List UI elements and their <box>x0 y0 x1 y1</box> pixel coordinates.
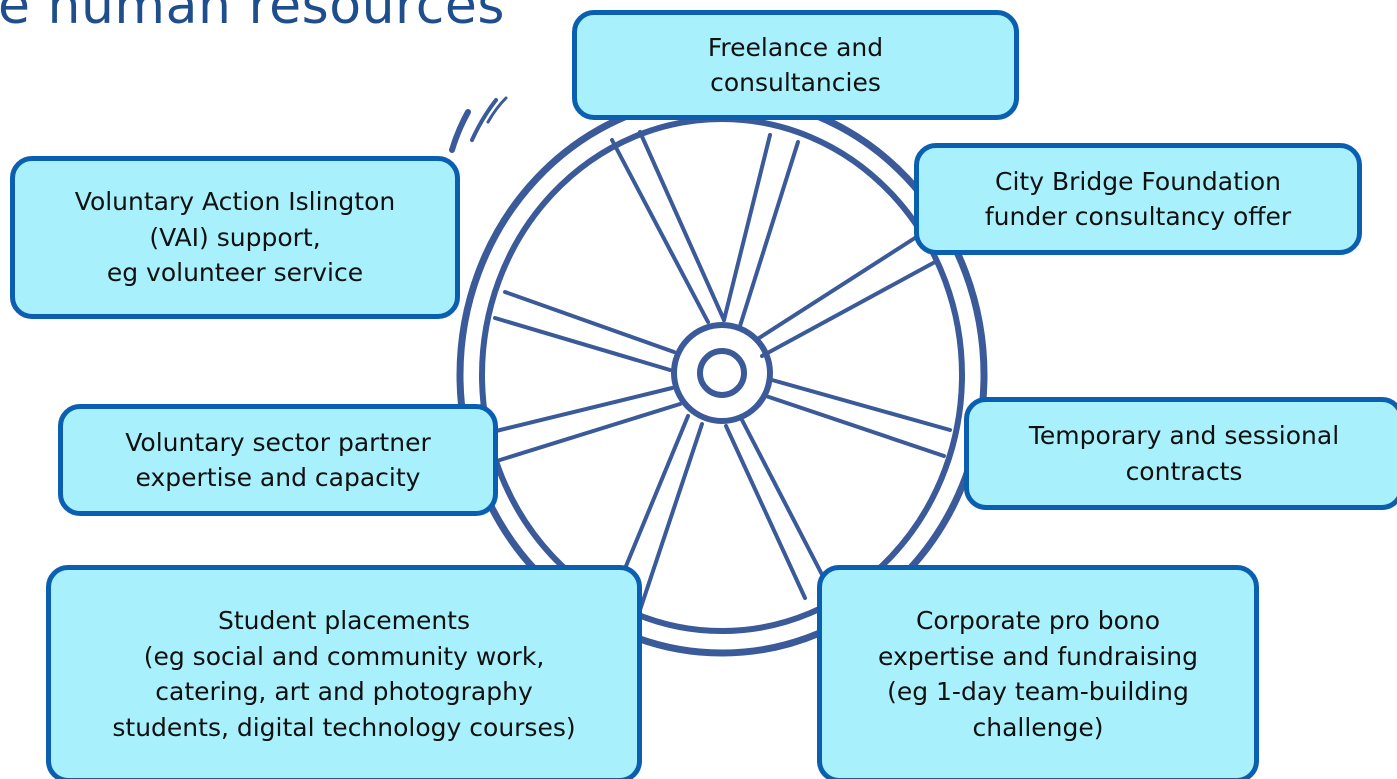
temporary-contracts-box: Temporary and sessional contracts <box>964 397 1397 510</box>
voluntary-sector-box: Voluntary sector partner expertise and c… <box>58 404 498 516</box>
city-bridge-box: City Bridge Foundation funder consultanc… <box>914 143 1362 255</box>
corporate-pro-bono-box: Corporate pro bono expertise and fundrai… <box>817 565 1259 779</box>
student-placements-box: Student placements (eg social and commun… <box>46 565 642 779</box>
freelance-box: Freelance and consultancies <box>572 10 1019 120</box>
vai-support-box: Voluntary Action Islington (VAI) support… <box>10 156 460 319</box>
page-title: e human resources <box>0 0 505 36</box>
